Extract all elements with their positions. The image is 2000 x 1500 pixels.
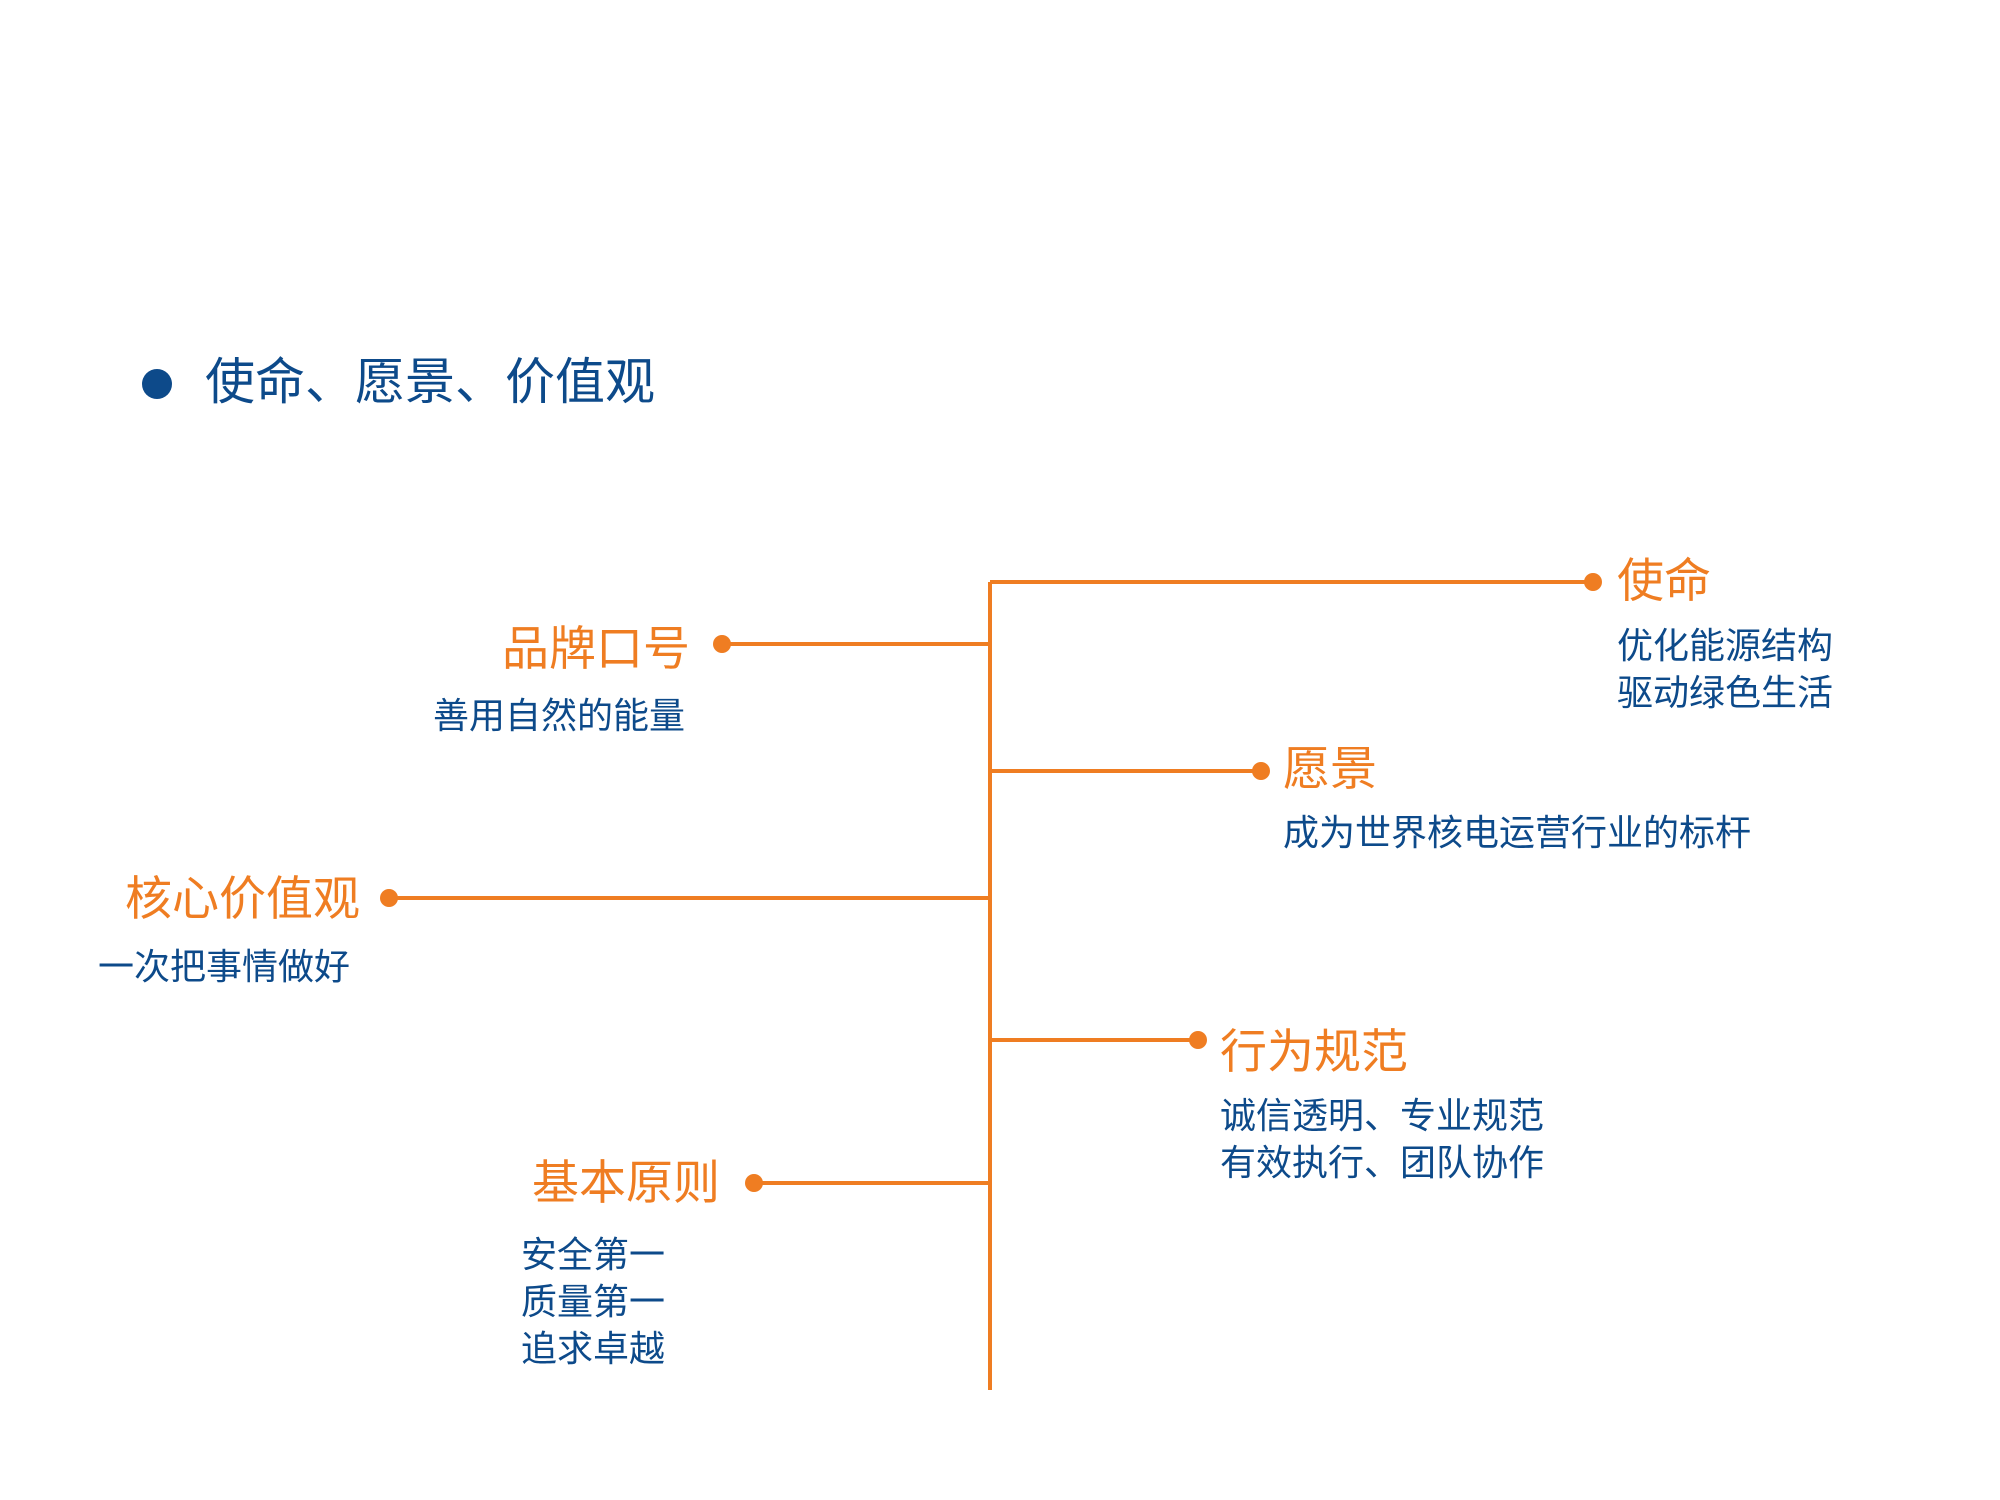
mission-desc-line: 优化能源结构: [1617, 626, 1834, 667]
conduct-desc-line: 诚信透明、专业规范: [1220, 1096, 1545, 1137]
core-values-title: 核心价值观: [125, 872, 360, 927]
principles-desc-line: 质量第一: [521, 1282, 666, 1323]
principles-desc: 安全第一 质量第一 追求卓越: [521, 1232, 665, 1373]
core-values-desc: 一次把事情做好: [98, 944, 350, 991]
node-dot-principles: [745, 1174, 763, 1192]
slogan-title: 品牌口号: [502, 622, 690, 677]
slogan-desc-line: 善用自然的能量: [432, 696, 685, 737]
core-values-desc-line: 一次把事情做好: [97, 947, 350, 988]
node-dot-slogan: [713, 635, 731, 653]
page-title: 使命、愿景、价值观: [205, 353, 655, 411]
mission-desc: 优化能源结构 驱动绿色生活: [1617, 623, 1833, 717]
principles-desc-line: 安全第一: [521, 1235, 666, 1276]
mission-desc-line: 驱动绿色生活: [1617, 673, 1834, 714]
conduct-title: 行为规范: [1220, 1025, 1408, 1080]
mission-title: 使命: [1617, 554, 1711, 609]
conduct-desc: 诚信透明、专业规范 有效执行、团队协作: [1220, 1093, 1544, 1187]
slogan-desc: 善用自然的能量: [433, 693, 685, 740]
vision-title: 愿景: [1283, 742, 1377, 797]
node-dot-core-values: [380, 889, 398, 907]
principles-title: 基本原则: [532, 1156, 720, 1211]
principles-desc-line: 追求卓越: [521, 1329, 666, 1370]
node-dot-conduct: [1189, 1031, 1207, 1049]
vision-desc-line: 成为世界核电运营行业的标杆: [1283, 813, 1752, 854]
bullet-icon: [142, 369, 172, 399]
node-dot-mission: [1584, 573, 1602, 591]
node-dot-vision: [1252, 762, 1270, 780]
conduct-desc-line: 有效执行、团队协作: [1220, 1143, 1545, 1184]
vision-desc: 成为世界核电运营行业的标杆: [1283, 810, 1751, 857]
